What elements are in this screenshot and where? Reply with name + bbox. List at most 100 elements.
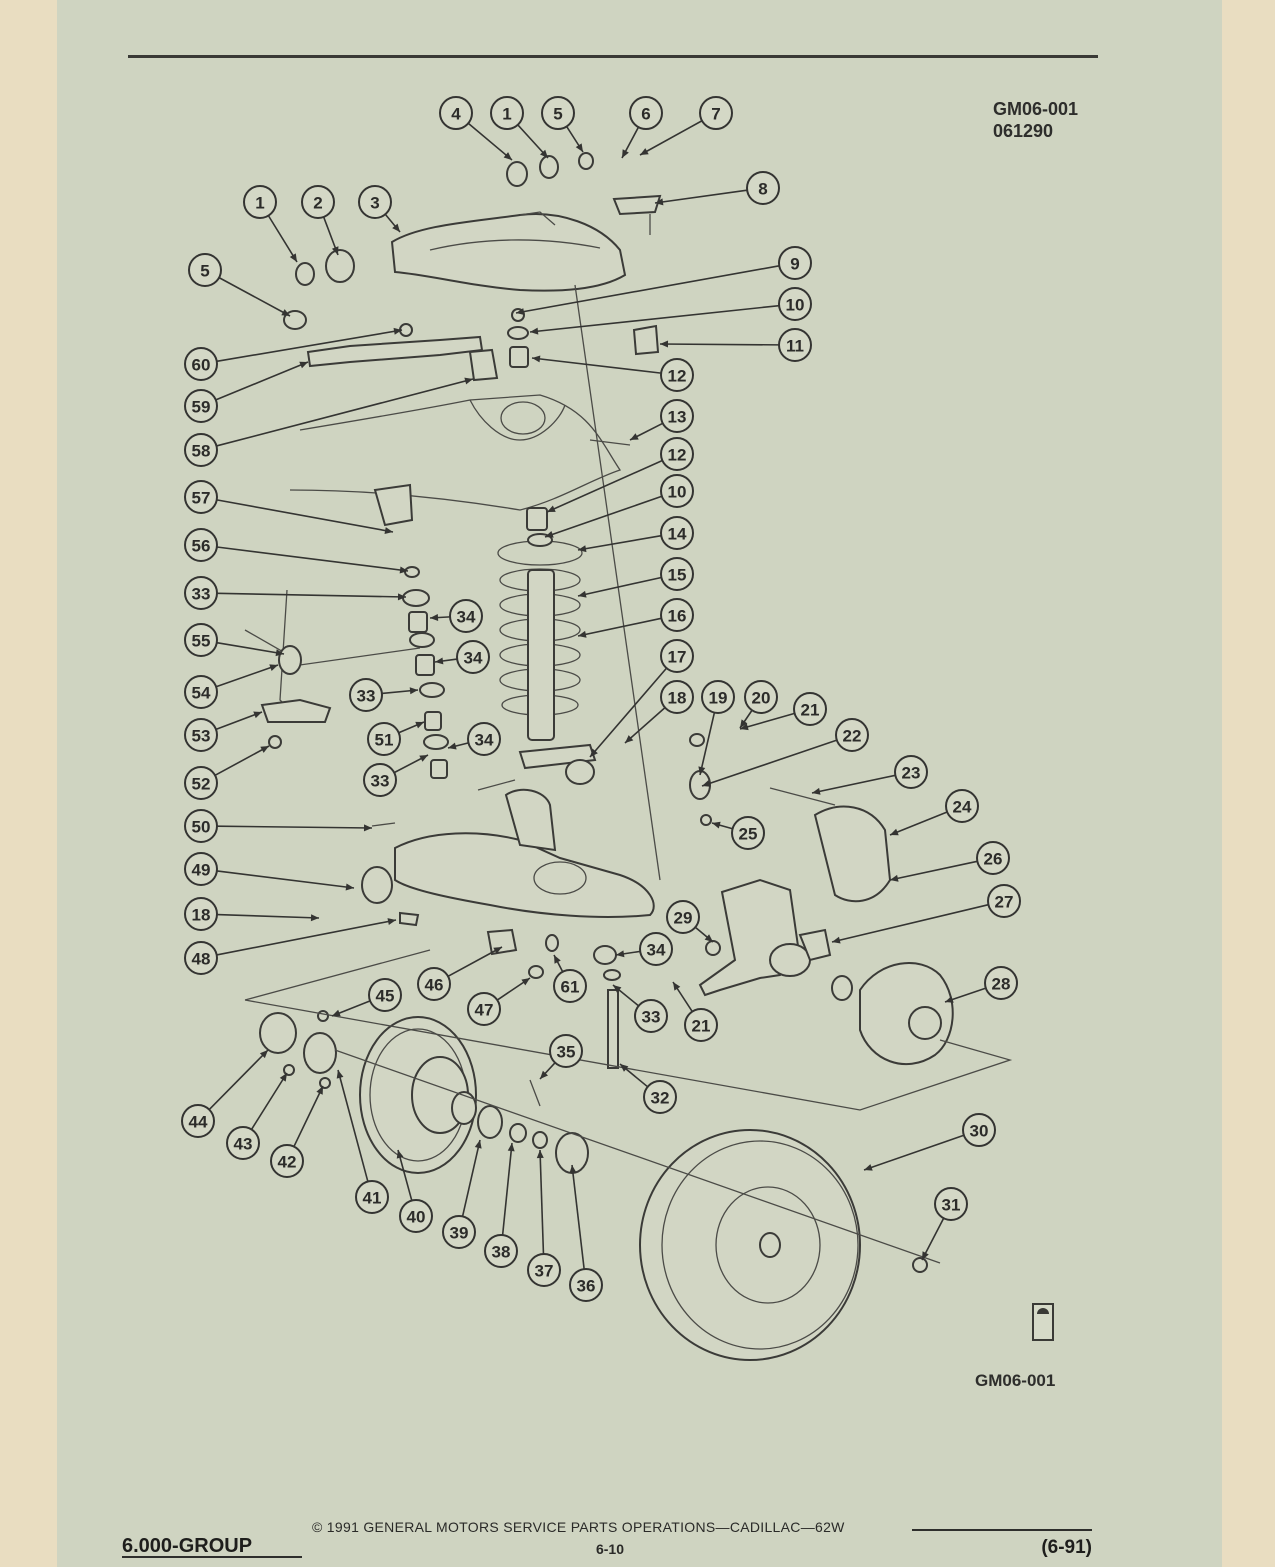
callout-number: 30: [970, 1122, 989, 1141]
part-callout: 6: [629, 96, 663, 130]
callout-leader: [811, 774, 896, 794]
callout-circle: [660, 437, 694, 471]
callout-leader: [529, 304, 780, 333]
callout-arrowhead: [393, 327, 402, 335]
callout-arrowhead: [281, 309, 290, 316]
callout-circle: [358, 185, 392, 219]
callout-leader: [447, 946, 503, 978]
callout-leader: [216, 913, 320, 919]
callout-number: 7: [711, 105, 720, 124]
callout-circle: [987, 884, 1021, 918]
part-callout: 43: [226, 1126, 260, 1160]
callout-circle: [731, 816, 765, 850]
callout-number: 37: [535, 1262, 554, 1281]
group-label: 6.000-GROUP: [122, 1535, 253, 1557]
callout-arrowhead: [260, 746, 269, 753]
callout-arrowhead: [279, 1073, 287, 1082]
part-callout: 48: [184, 941, 218, 975]
callout-number: 21: [801, 701, 820, 720]
callout-number: 15: [668, 566, 687, 585]
callout-number: 42: [278, 1153, 297, 1172]
callout-number: 21: [692, 1017, 711, 1036]
callout-leader: [216, 499, 394, 533]
callout-number: 33: [642, 1008, 661, 1027]
frame-crossmember: [289, 394, 622, 511]
part-callout: 44: [181, 1104, 215, 1138]
callout-circle: [629, 96, 663, 130]
part-callout: 41: [355, 1180, 389, 1214]
part-callout: 34: [467, 722, 501, 756]
callout-circle: [684, 1008, 718, 1042]
callout-arrowhead: [521, 978, 530, 986]
part-callout: 18: [184, 897, 218, 931]
callout-circle: [181, 1104, 215, 1138]
part-callout: 60: [184, 347, 218, 381]
part-callout: 20: [744, 680, 778, 714]
callout-circle: [660, 557, 694, 591]
callout-number: 33: [371, 772, 390, 791]
callout-number: 29: [674, 909, 693, 928]
callout-circle: [184, 623, 218, 657]
callout-number: 49: [192, 861, 211, 880]
callout-number: 50: [192, 818, 211, 837]
callout-circle: [660, 358, 694, 392]
callout-number: 8: [758, 180, 767, 199]
callout-arrowhead: [673, 982, 681, 991]
callout-circle: [368, 978, 402, 1012]
callout-arrowhead: [419, 755, 428, 762]
callout-leader: [215, 664, 279, 688]
part-callout: 37: [527, 1253, 561, 1287]
callout-leader: [501, 1142, 513, 1236]
callout-circle: [541, 96, 575, 130]
callout-circle: [355, 1180, 389, 1214]
callout-circle: [894, 755, 928, 789]
callout-circle: [984, 966, 1018, 1000]
part-callout: 59: [184, 389, 218, 423]
callout-number: 54: [192, 684, 211, 703]
part-callout: 15: [660, 557, 694, 591]
part-callout: 34: [639, 932, 673, 966]
callout-number: 19: [709, 689, 728, 708]
callout-number: 48: [192, 950, 211, 969]
callout-arrowhead: [397, 593, 406, 601]
part-callout: 33: [349, 678, 383, 712]
callout-arrowhead: [409, 687, 418, 695]
callout-arrowhead: [316, 1086, 323, 1095]
callout-circle: [639, 932, 673, 966]
callout-leader: [216, 592, 407, 598]
callout-circle: [399, 1199, 433, 1233]
callout-arrowhead: [532, 355, 541, 363]
callout-circle: [835, 718, 869, 752]
callout-number: 26: [984, 850, 1003, 869]
callout-number: 34: [475, 731, 494, 750]
callout-number: 36: [577, 1277, 596, 1296]
part-callout: 13: [660, 399, 694, 433]
callout-arrowhead: [812, 787, 821, 795]
callout-circle: [549, 1034, 583, 1068]
part-callout: 1: [243, 185, 277, 219]
callout-circle: [349, 678, 383, 712]
part-callout: 10: [660, 474, 694, 508]
callout-number: 56: [192, 537, 211, 556]
callout-circle: [184, 576, 218, 610]
callout-leader: [467, 122, 513, 161]
callout-leader: [539, 1149, 545, 1255]
callout-circle: [962, 1113, 996, 1147]
callout-number: 53: [192, 727, 211, 746]
callout-number: 27: [995, 893, 1014, 912]
callout-circle: [553, 969, 587, 1003]
part-callout: 3: [358, 185, 392, 219]
callout-circle: [417, 967, 451, 1001]
callout-arrowhead: [336, 1070, 344, 1079]
callout-circle: [184, 718, 218, 752]
callout-circle: [184, 852, 218, 886]
callout-circle: [456, 640, 490, 674]
callout-number: 11: [786, 337, 804, 356]
part-callout: 12: [660, 358, 694, 392]
callout-number: 34: [457, 608, 476, 627]
callout-number: 59: [192, 398, 211, 417]
callout-circle: [243, 185, 277, 219]
part-callout: 51: [367, 722, 401, 756]
callout-circle: [270, 1144, 304, 1178]
callout-circle: [793, 692, 827, 726]
